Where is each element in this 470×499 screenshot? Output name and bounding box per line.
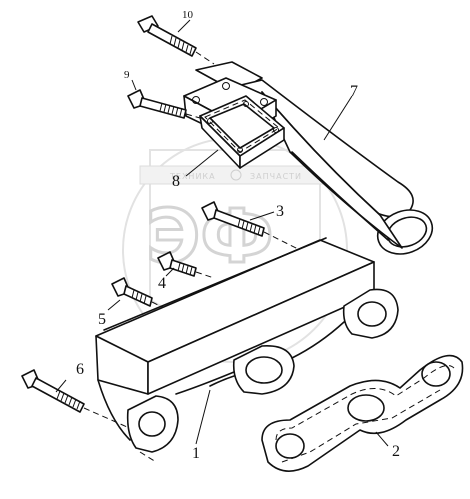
callout-7: 7 <box>350 83 358 100</box>
callout-9: 9 <box>124 69 130 81</box>
callout-3: 3 <box>276 203 284 220</box>
callout-2: 2 <box>392 443 400 460</box>
bolt-4 <box>157 251 215 279</box>
flange-gasket <box>199 95 285 169</box>
watermark-ribbon-right: ЗАПЧАСТИ <box>250 172 302 181</box>
callout-5: 5 <box>98 311 106 328</box>
callout-10: 10 <box>182 9 194 21</box>
bolt-9 <box>127 89 201 119</box>
leader-lines <box>55 19 389 447</box>
exhaust-manifold <box>95 237 399 463</box>
callout-1: 1 <box>192 445 200 462</box>
watermark-ribbon-left: ТЕХНИКА <box>169 172 216 181</box>
callout-8: 8 <box>172 173 180 190</box>
callout-4: 4 <box>158 275 166 292</box>
bolt-6 <box>21 369 135 431</box>
bolt-3 <box>201 201 301 251</box>
bolt-5 <box>111 277 169 311</box>
manifold-gasket <box>261 354 464 472</box>
bolt-10 <box>137 15 215 65</box>
callout-6: 6 <box>76 361 84 378</box>
